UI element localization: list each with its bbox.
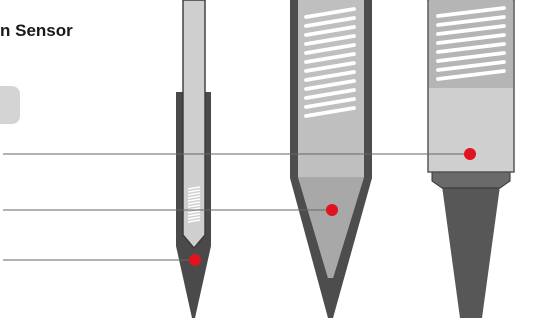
probe-blunt-tip bbox=[427, 0, 515, 318]
probe-thin-coil bbox=[187, 186, 201, 223]
probe-thin-inner-rod bbox=[182, 0, 206, 250]
probe-blunt-lower-cone bbox=[442, 186, 500, 318]
sensor-point-blunt bbox=[464, 148, 476, 160]
probe-tapered-lower-cone bbox=[298, 177, 364, 278]
probe-thin-needle bbox=[176, 0, 211, 318]
probe-blunt-coil bbox=[436, 6, 506, 81]
sensor-point-thin bbox=[189, 254, 201, 266]
sensor-point-tapered bbox=[326, 204, 338, 216]
probe-tapered-coil bbox=[304, 7, 356, 118]
probe-blunt-collar bbox=[431, 171, 511, 189]
diagram-title: n Sensor bbox=[0, 21, 73, 40]
probe-tapered bbox=[290, 0, 372, 318]
label-badge bbox=[0, 86, 20, 124]
